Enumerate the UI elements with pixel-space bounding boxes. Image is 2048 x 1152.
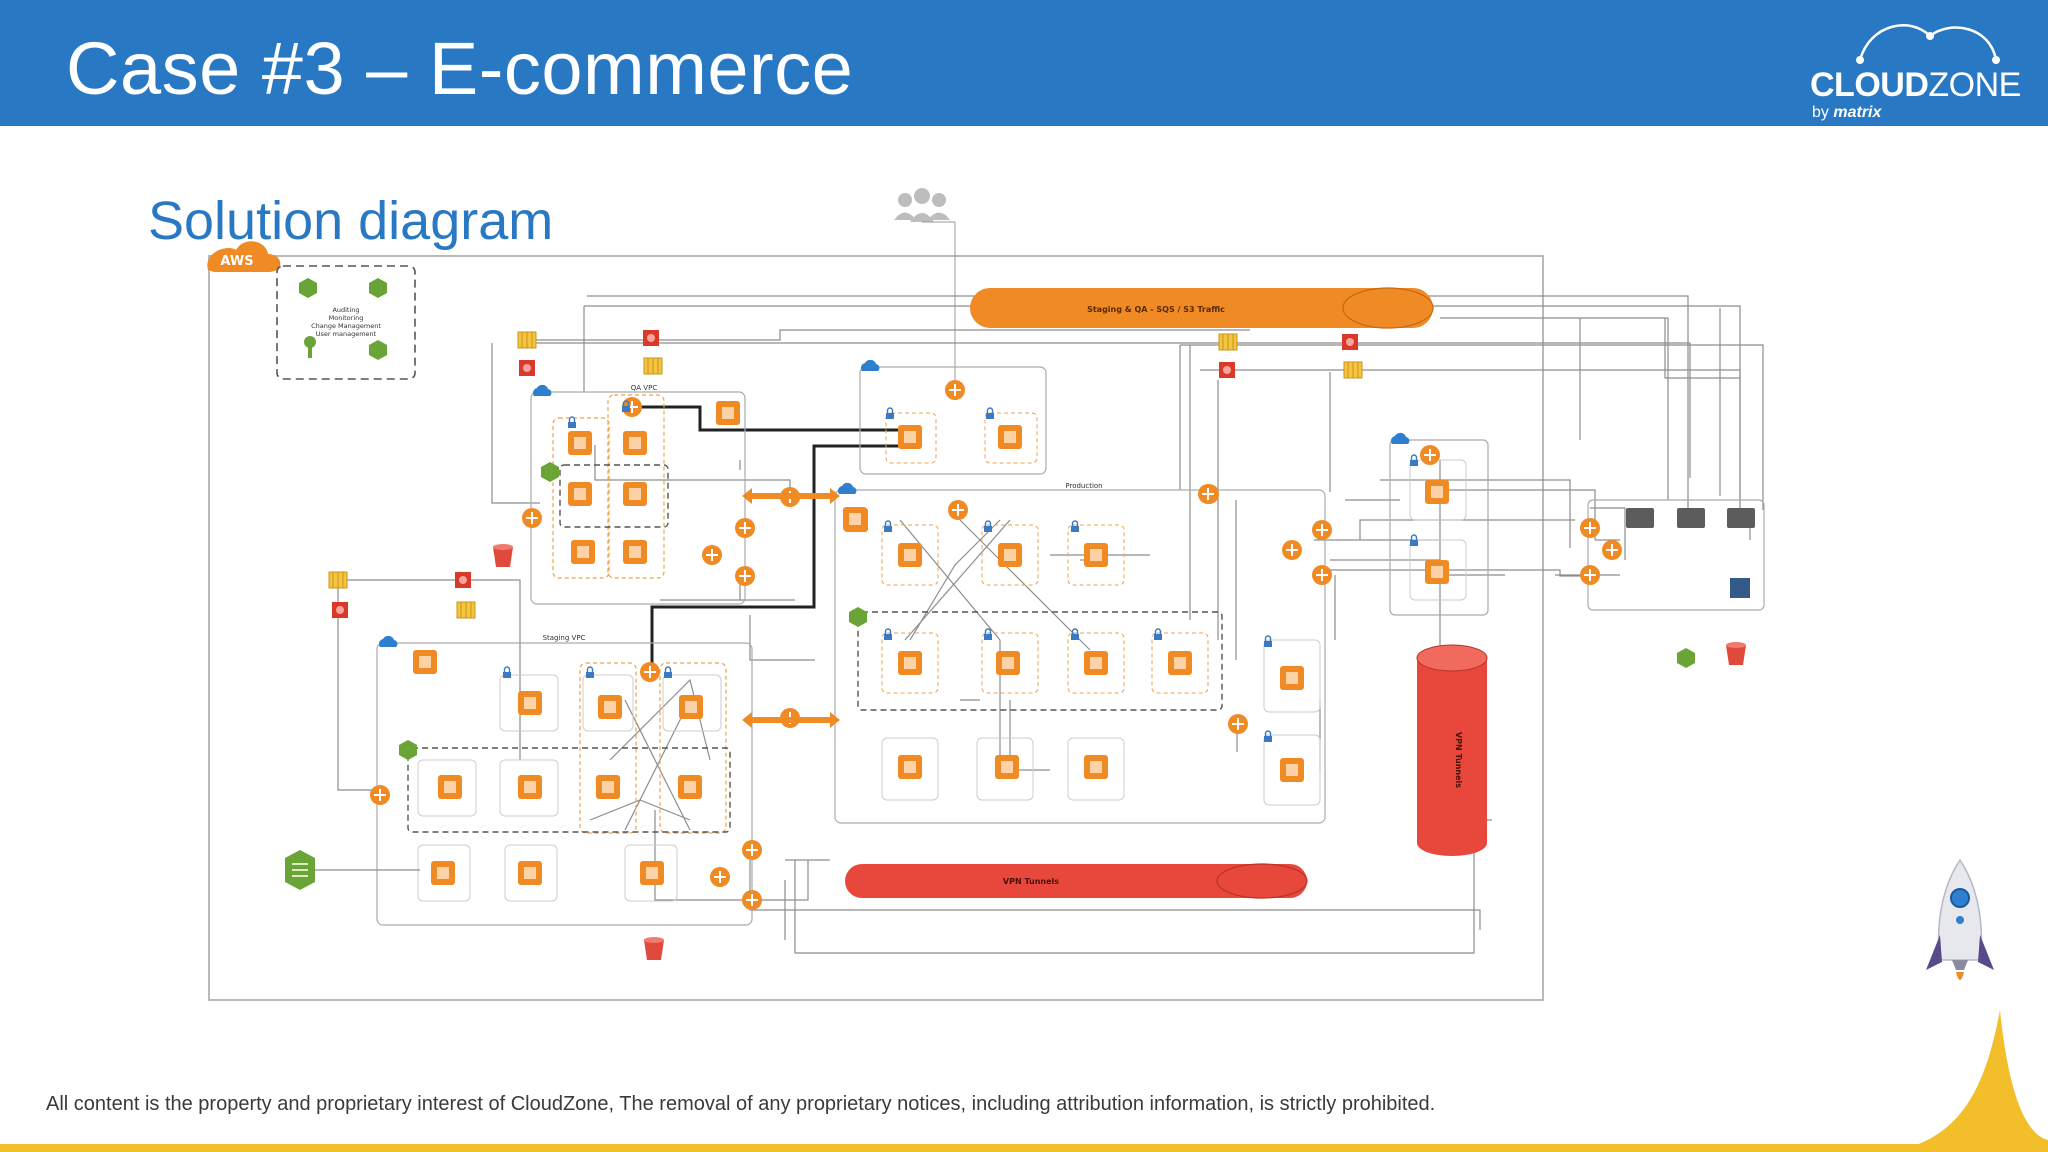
bucket-icon <box>644 937 664 960</box>
highlighted-route <box>638 405 917 670</box>
staging-pipe: Staging & QA - SQS / S3 Traffic <box>970 287 1434 329</box>
staging-vpc-label: Staging VPC <box>543 634 586 642</box>
qa-vpc-label: QA VPC <box>631 384 658 392</box>
green-service-icon <box>285 850 315 890</box>
title-bar: Case #3 – E-commerce CLOUDZONE by matrix <box>0 0 2048 126</box>
vpn-cylinder: VPN Tunnels <box>1416 644 1488 856</box>
footer-disclaimer: All content is the property and propriet… <box>46 1093 1436 1115</box>
cloud-arc-icon <box>1856 24 2000 64</box>
management-item-0: Auditing <box>332 306 359 314</box>
staging-vpc: Staging VPC <box>376 634 753 926</box>
management-box: Auditing Monitoring Change Management Us… <box>276 265 416 380</box>
management-item-3: User management <box>316 330 377 338</box>
aws-badge-label: AWS <box>220 254 253 269</box>
section-title: Solution diagram <box>148 191 554 251</box>
aws-badge: AWS <box>207 241 281 272</box>
brand-by: by <box>1812 104 1829 121</box>
management-item-2: Change Management <box>311 322 381 330</box>
on-prem-group <box>1263 432 1765 806</box>
users-icon <box>894 188 950 222</box>
brand-word-bold: CLOUD <box>1810 66 1929 104</box>
management-item-1: Monitoring <box>329 314 364 322</box>
vpn-pipe-label: VPN Tunnels <box>1003 877 1059 886</box>
connector-lines <box>337 295 1764 954</box>
cloudzone-logo: CLOUDZONE by matrix <box>1800 14 2030 121</box>
brand-word-light: ZONE <box>1928 66 2021 104</box>
brand-wordmark: CLOUDZONE <box>1810 66 2021 105</box>
staging-pipe-label: Staging & QA - SQS / S3 Traffic <box>1087 305 1225 314</box>
peering-arrows <box>742 488 840 728</box>
production-vpc: Production <box>834 359 1326 824</box>
queue-icons <box>328 330 1363 619</box>
brand-subline: by matrix <box>1812 104 1881 122</box>
production-label: Production <box>1065 482 1102 490</box>
qa-vpc: QA VPC <box>530 384 746 605</box>
vpn-cylinder-label: VPN Tunnels <box>1454 732 1463 788</box>
aws-cloud-boundary <box>208 255 1544 1001</box>
bucket-icon <box>493 544 513 567</box>
rocket-graphic <box>1890 858 2048 1152</box>
vpn-pipe: VPN Tunnels <box>845 863 1308 899</box>
footer-bar <box>0 1144 2048 1152</box>
brand-matrix: matrix <box>1833 104 1882 121</box>
slide-title: Case #3 – E-commerce <box>66 27 854 110</box>
